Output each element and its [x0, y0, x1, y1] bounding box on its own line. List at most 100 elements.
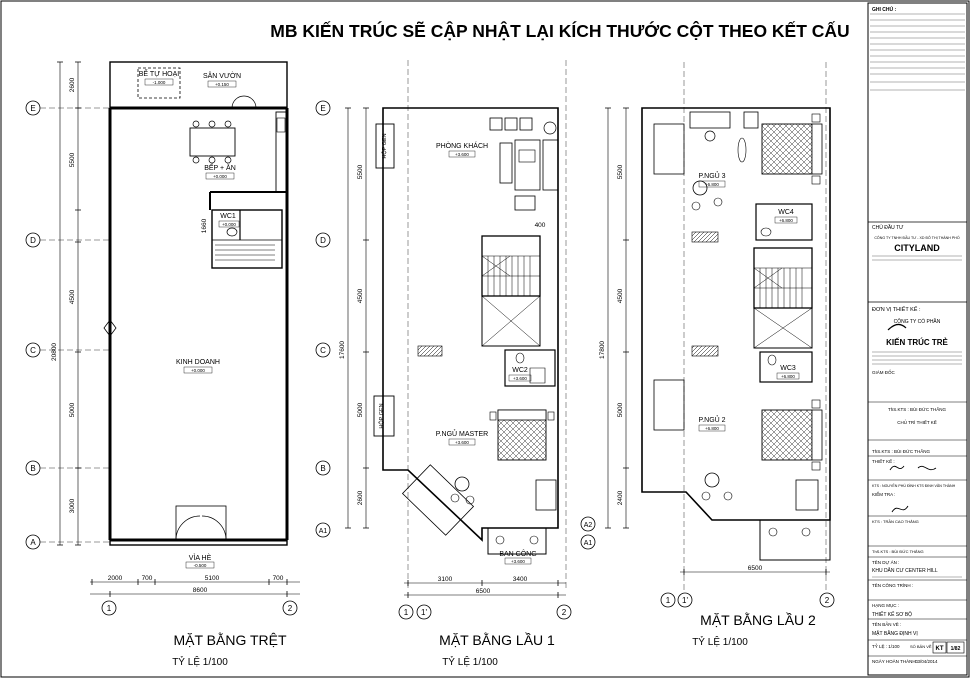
- svg-text:700: 700: [142, 575, 153, 582]
- svg-text:+3.600: +3.600: [455, 440, 469, 445]
- room-label-kitchen: BẾP + ĂN: [204, 162, 236, 172]
- ground-floor-plan: [103, 61, 289, 546]
- svg-text:5500: 5500: [69, 152, 76, 167]
- svg-text:THIẾT KẾ :: THIẾT KẾ :: [872, 458, 895, 464]
- grid-bubble-c: C: [30, 346, 36, 355]
- floor-scale-ground: TỶ LỆ 1/100: [172, 655, 228, 668]
- grid-bubble-b: B: [30, 464, 35, 473]
- svg-text:4500: 4500: [357, 288, 364, 303]
- signature-2-icon: [891, 505, 909, 513]
- title-block: GHI CHÚ : CHỦ ĐẦU TƯ CÔNG TY TNHH ĐẦU TƯ…: [867, 2, 968, 676]
- svg-text:A2: A2: [584, 522, 593, 529]
- svg-text:GHI CHÚ :: GHI CHÚ :: [872, 6, 897, 13]
- svg-text:6500: 6500: [748, 565, 763, 572]
- svg-text:B: B: [320, 464, 325, 473]
- floor2-grid-bubbles: A2 A1 1 1' 2: [580, 516, 835, 608]
- ground-vertical-dimensions: 2600 5500 1660 4500 5000 3000 20800: [51, 61, 208, 546]
- svg-text:2: 2: [288, 604, 293, 613]
- room-label-wc3: WC3: [780, 365, 796, 372]
- svg-text:TÊN CÔNG TRÌNH :: TÊN CÔNG TRÌNH :: [872, 581, 913, 588]
- room-label-wc4: WC4: [778, 209, 794, 216]
- svg-text:4500: 4500: [617, 288, 624, 303]
- floor2-vertical-dimensions: 5500 4500 5000 2400 17800: [599, 107, 629, 529]
- svg-text:20800: 20800: [51, 343, 58, 361]
- svg-text:KT: KT: [936, 646, 944, 652]
- svg-text:C: C: [320, 346, 326, 355]
- svg-text:1660: 1660: [201, 218, 208, 233]
- svg-text:TÊN BẢN VẼ :: TÊN BẢN VẼ :: [872, 620, 901, 627]
- ground-bottom-dimensions: 2000 700 5100 700 8600: [90, 575, 300, 597]
- room-label-balcony: BAN CÔNG: [499, 549, 536, 558]
- room-label-sidewalk: VỈA HÈ: [189, 553, 212, 562]
- svg-text:17800: 17800: [599, 341, 606, 359]
- floor2-labels: P.NGỦ 3 +6.800 WC4 +6.800 WC3 +6.800 P.N…: [698, 171, 800, 432]
- svg-text:1: 1: [666, 596, 671, 605]
- floor1-labels: PHÒNG KHÁCH +3.600 400 WC2 +3.600 P.NGỦ …: [378, 133, 546, 565]
- floor-title-1: MẶT BẰNG LẦU 1: [439, 631, 555, 648]
- floor1-grid-bubbles: E D C B A1 1 1' 2: [315, 100, 572, 620]
- room-label-wc1: WC1: [220, 213, 236, 220]
- signature-1-icon: [889, 465, 937, 471]
- svg-text:400: 400: [535, 222, 546, 229]
- svg-text:ThS.KTS : BÙI ĐỨC THẮNG: ThS.KTS : BÙI ĐỨC THẮNG: [872, 549, 924, 554]
- floor-title-ground: MẶT BẰNG TRỆT: [173, 631, 287, 648]
- floor2-bottom-dimensions: 6500: [680, 565, 830, 575]
- room-label-living: PHÒNG KHÁCH: [436, 141, 488, 150]
- svg-text:MẶT BẰNG ĐỊNH VỊ: MẶT BẰNG ĐỊNH VỊ: [872, 629, 918, 637]
- floor1-plan: [373, 60, 567, 590]
- svg-text:1: 1: [107, 604, 112, 613]
- svg-text:1: 1: [404, 608, 409, 617]
- svg-text:-1.000: -1.000: [153, 80, 166, 85]
- svg-text:2: 2: [562, 608, 567, 617]
- svg-text:ThS.KTS : BÙI ĐỨC THẮNG: ThS.KTS : BÙI ĐỨC THẮNG: [872, 447, 931, 454]
- svg-text:CHỦ TRÌ THIẾT KẾ: CHỦ TRÌ THIẾT KẾ: [897, 419, 937, 425]
- room-label-wc2: WC2: [512, 367, 528, 374]
- svg-text:NGÀY HOÀN THÀNH :: NGÀY HOÀN THÀNH :: [872, 658, 918, 664]
- svg-text:2000: 2000: [108, 575, 123, 582]
- svg-text:HẠNG MỤC :: HẠNG MỤC :: [872, 603, 899, 608]
- svg-text:+6.800: +6.800: [779, 218, 793, 223]
- svg-text:+3.600: +3.600: [511, 559, 525, 564]
- svg-text:6500: 6500: [476, 588, 491, 595]
- header-note: MB KIẾN TRÚC SẼ CẬP NHẬT LẠI KÍCH THƯỚC …: [270, 20, 849, 41]
- designer-logo-icon: [887, 323, 907, 331]
- svg-text:TỶ LỆ : 1/100: TỶ LỆ : 1/100: [872, 642, 900, 649]
- floor-scale-2: TỶ LỆ 1/100: [692, 635, 748, 648]
- floor-scale-1: TỶ LỆ 1/100: [442, 655, 498, 668]
- svg-text:1': 1': [421, 608, 427, 617]
- floor-title-2: MẶT BẰNG LẦU 2: [700, 611, 816, 628]
- svg-text:CÔNG TY TNHH ĐẦU TƯ - XD ĐÔ TH: CÔNG TY TNHH ĐẦU TƯ - XD ĐÔ THỊ THÀNH PH…: [874, 235, 960, 240]
- svg-text:D: D: [320, 236, 326, 245]
- svg-text:KTS : TRẦN CAO THẮNG: KTS : TRẦN CAO THẮNG: [872, 519, 919, 524]
- svg-text:1/82: 1/82: [951, 646, 961, 652]
- svg-text:8600: 8600: [193, 587, 208, 594]
- svg-text:+3.600: +3.600: [455, 152, 469, 157]
- svg-text:+0.150: +0.150: [215, 82, 229, 87]
- svg-text:2600: 2600: [357, 490, 364, 505]
- svg-text:+6.800: +6.800: [781, 374, 795, 379]
- svg-text:+3.600: +3.600: [513, 376, 527, 381]
- room-label-bed3: P.NGỦ 3: [698, 171, 725, 180]
- svg-text:TÊN DỰ ÁN :: TÊN DỰ ÁN :: [872, 558, 899, 565]
- svg-text:+6.800: +6.800: [705, 426, 719, 431]
- svg-text:GIÁM ĐỐC: GIÁM ĐỐC: [872, 369, 896, 375]
- svg-text:KIỂM TRA :: KIỂM TRA :: [872, 491, 895, 497]
- svg-text:CÔNG TY CỔ PHẦN: CÔNG TY CỔ PHẦN: [894, 318, 941, 325]
- svg-text:3100: 3100: [438, 576, 453, 583]
- svg-text:700: 700: [273, 575, 284, 582]
- floor1-bottom-dimensions: 3100 3400 6500: [404, 576, 566, 598]
- svg-text:3000: 3000: [69, 498, 76, 513]
- svg-text:3400: 3400: [513, 576, 528, 583]
- room-label-garden: SÂN VƯỜN: [203, 71, 241, 80]
- svg-text:1': 1': [682, 596, 688, 605]
- svg-text:KTS : NGUYỄN PHÚ ĐÌNH KTS ĐIN: KTS : NGUYỄN PHÚ ĐÌNH KTS ĐINH VĂN THÀNH: [872, 483, 956, 488]
- svg-text:2: 2: [825, 596, 830, 605]
- svg-text:E: E: [320, 104, 325, 113]
- svg-text:THIẾT KẾ SƠ BỘ: THIẾT KẾ SƠ BỘ: [872, 611, 912, 618]
- grid-bubble-a: A: [30, 538, 36, 547]
- svg-text:+6.800: +6.800: [705, 182, 719, 187]
- svg-text:+0.000: +0.000: [213, 174, 227, 179]
- room-label-master: P.NGỦ MASTER: [436, 429, 488, 438]
- svg-text:+0.000: +0.000: [222, 222, 236, 227]
- room-label-business: KINH DOANH: [176, 359, 220, 366]
